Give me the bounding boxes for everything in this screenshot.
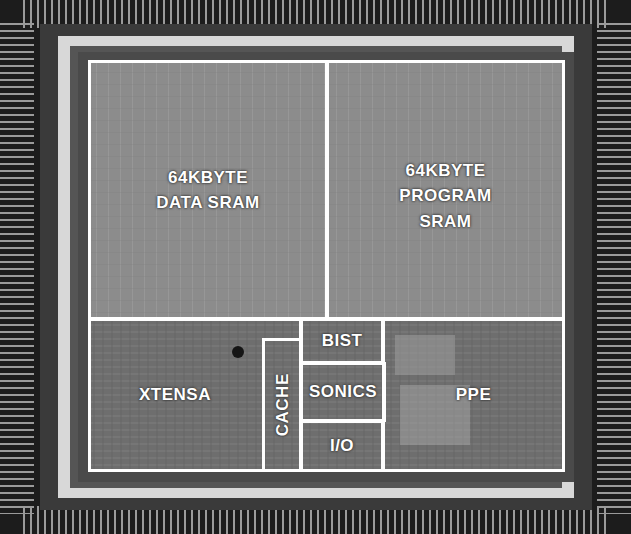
chip-region: CACHE — [262, 338, 302, 472]
region-label: 64KBYTE DATA SRAM — [148, 165, 268, 216]
region-label: XTENSA — [139, 382, 211, 408]
region-label: I/O — [330, 433, 354, 459]
chip-region: SONICS — [300, 362, 386, 422]
region-label: SONICS — [309, 379, 377, 405]
region-label: BIST — [322, 328, 363, 354]
region-label: CACHE — [269, 374, 295, 437]
region-label: PPE — [456, 382, 492, 408]
chip-region: PPE — [382, 318, 565, 472]
chip-region: 64KBYTE PROGRAM SRAM — [326, 60, 565, 320]
chip-region: I/O — [300, 420, 384, 472]
chip-region: 64KBYTE DATA SRAM — [88, 60, 328, 320]
chip-region: BIST — [300, 318, 384, 364]
chip-region: XTENSA CACHE — [88, 318, 302, 472]
region-label: 64KBYTE PROGRAM SRAM — [386, 158, 506, 235]
